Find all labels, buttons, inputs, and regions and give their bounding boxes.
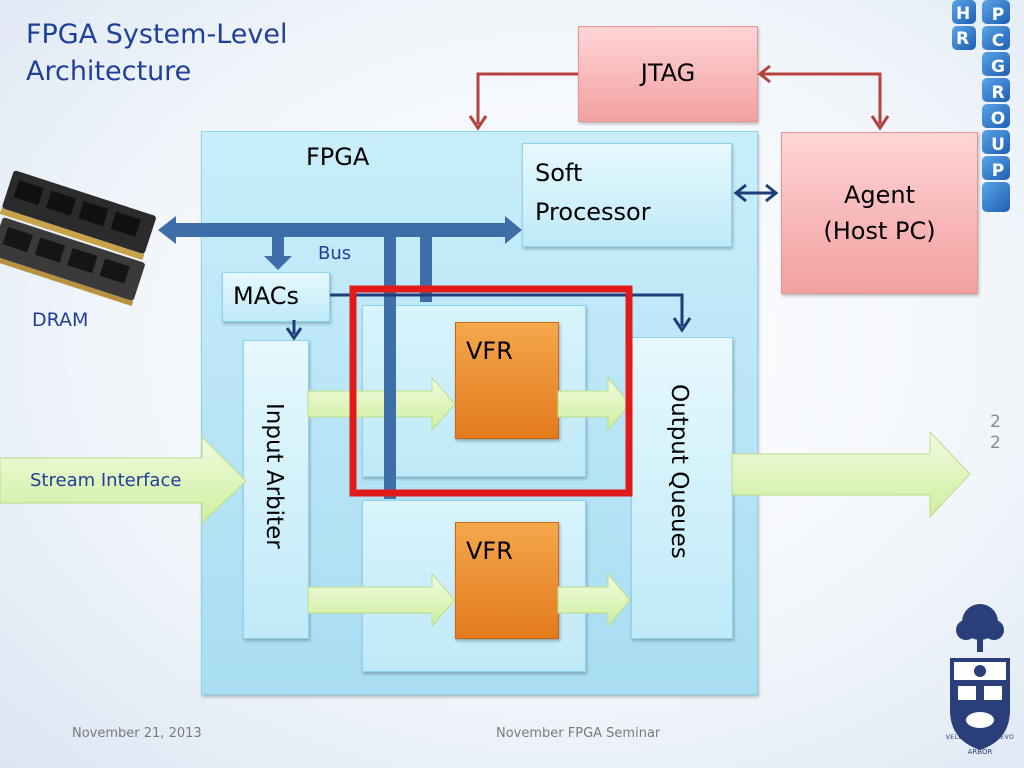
- vfr-top-to-queues-arrow: [557, 376, 631, 432]
- jtag-box: JTAG: [578, 26, 758, 122]
- soft-processor-box: Soft Processor: [522, 143, 732, 247]
- bus-label: Bus: [318, 243, 352, 264]
- output-stream-arrow: [731, 430, 971, 519]
- dram-label: DRAM: [32, 309, 89, 331]
- highlight-box: [349, 285, 633, 497]
- jtag-label: JTAG: [640, 59, 696, 87]
- agent-line-1: Agent: [843, 181, 916, 209]
- stream-interface-arrow: [0, 435, 247, 525]
- arbiter-to-vfr-bottom-arrow: [307, 572, 456, 628]
- bus-vertical-line-1: [384, 237, 396, 499]
- macs-box: MACs: [222, 272, 330, 322]
- page-number: 2 2: [990, 412, 1001, 454]
- logo-letter-h: H: [956, 4, 971, 24]
- logo-letter-o: O: [990, 109, 1006, 129]
- soft-processor-line-1: Soft: [535, 159, 583, 187]
- footer-date: November 21, 2013: [72, 726, 202, 741]
- output-queues-box: Output Queues: [631, 337, 733, 639]
- fpga-label: FPGA: [306, 143, 370, 171]
- logo-letter-c: C: [991, 31, 1005, 51]
- logo-letter-u: U: [991, 135, 1005, 155]
- crest-icon: [950, 604, 1010, 750]
- jtag-to-agent-arrow: [762, 72, 882, 124]
- university-crest: VELUT ARBOR AEVO ARBOR: [944, 600, 1016, 760]
- main-bus-arrow: [158, 216, 522, 244]
- title-line-2: Architecture: [26, 56, 192, 87]
- output-queues-label: Output Queues: [666, 384, 692, 559]
- title-line-1: FPGA System-Level: [26, 19, 288, 50]
- crest-banner: VELUT ARBOR AEVO: [945, 734, 1015, 741]
- soft-processor-line-2: Processor: [535, 198, 651, 226]
- footer-event: November FPGA Seminar: [496, 726, 661, 741]
- macs-to-queues-arrow: [330, 293, 684, 326]
- dram-icon: [0, 170, 156, 307]
- jtag-to-fpga-arrow: [476, 72, 578, 124]
- puzzle-logo-icon: [952, 0, 1010, 212]
- slide-title: FPGA System-Level Architecture: [26, 16, 346, 90]
- vfr-bottom-to-queues-arrow: [557, 572, 631, 628]
- logo-letter-r: R: [956, 29, 970, 49]
- logo-letter-p2: P: [991, 161, 1005, 181]
- agent-box: Agent (Host PC): [781, 132, 978, 294]
- stream-interface-label: Stream Interface: [30, 470, 182, 491]
- bus-to-macs-arrow: [264, 237, 292, 270]
- vfr-top-box: VFR: [455, 322, 559, 439]
- logo-letter-p: P: [991, 5, 1005, 25]
- vfr-bottom-label: VFR: [466, 537, 513, 565]
- agent-line-2: (Host PC): [823, 217, 936, 245]
- input-arbiter-box: Input Arbiter: [243, 340, 309, 639]
- vfr-bottom-box: VFR: [455, 522, 559, 639]
- hrpcg-logo: H R P C G R O U P: [946, 0, 1024, 220]
- page-number-1: 2: [990, 412, 1001, 432]
- arbiter-to-vfr-top-arrow: [307, 376, 456, 432]
- vfr-top-label: VFR: [466, 337, 513, 365]
- input-arbiter-label: Input Arbiter: [261, 403, 287, 549]
- macs-label: MACs: [233, 282, 299, 310]
- logo-letter-g: G: [991, 57, 1005, 77]
- page-number-2: 2: [990, 433, 1001, 453]
- logo-letter-r2: R: [991, 83, 1005, 103]
- crest-bottom: ARBOR: [967, 748, 993, 756]
